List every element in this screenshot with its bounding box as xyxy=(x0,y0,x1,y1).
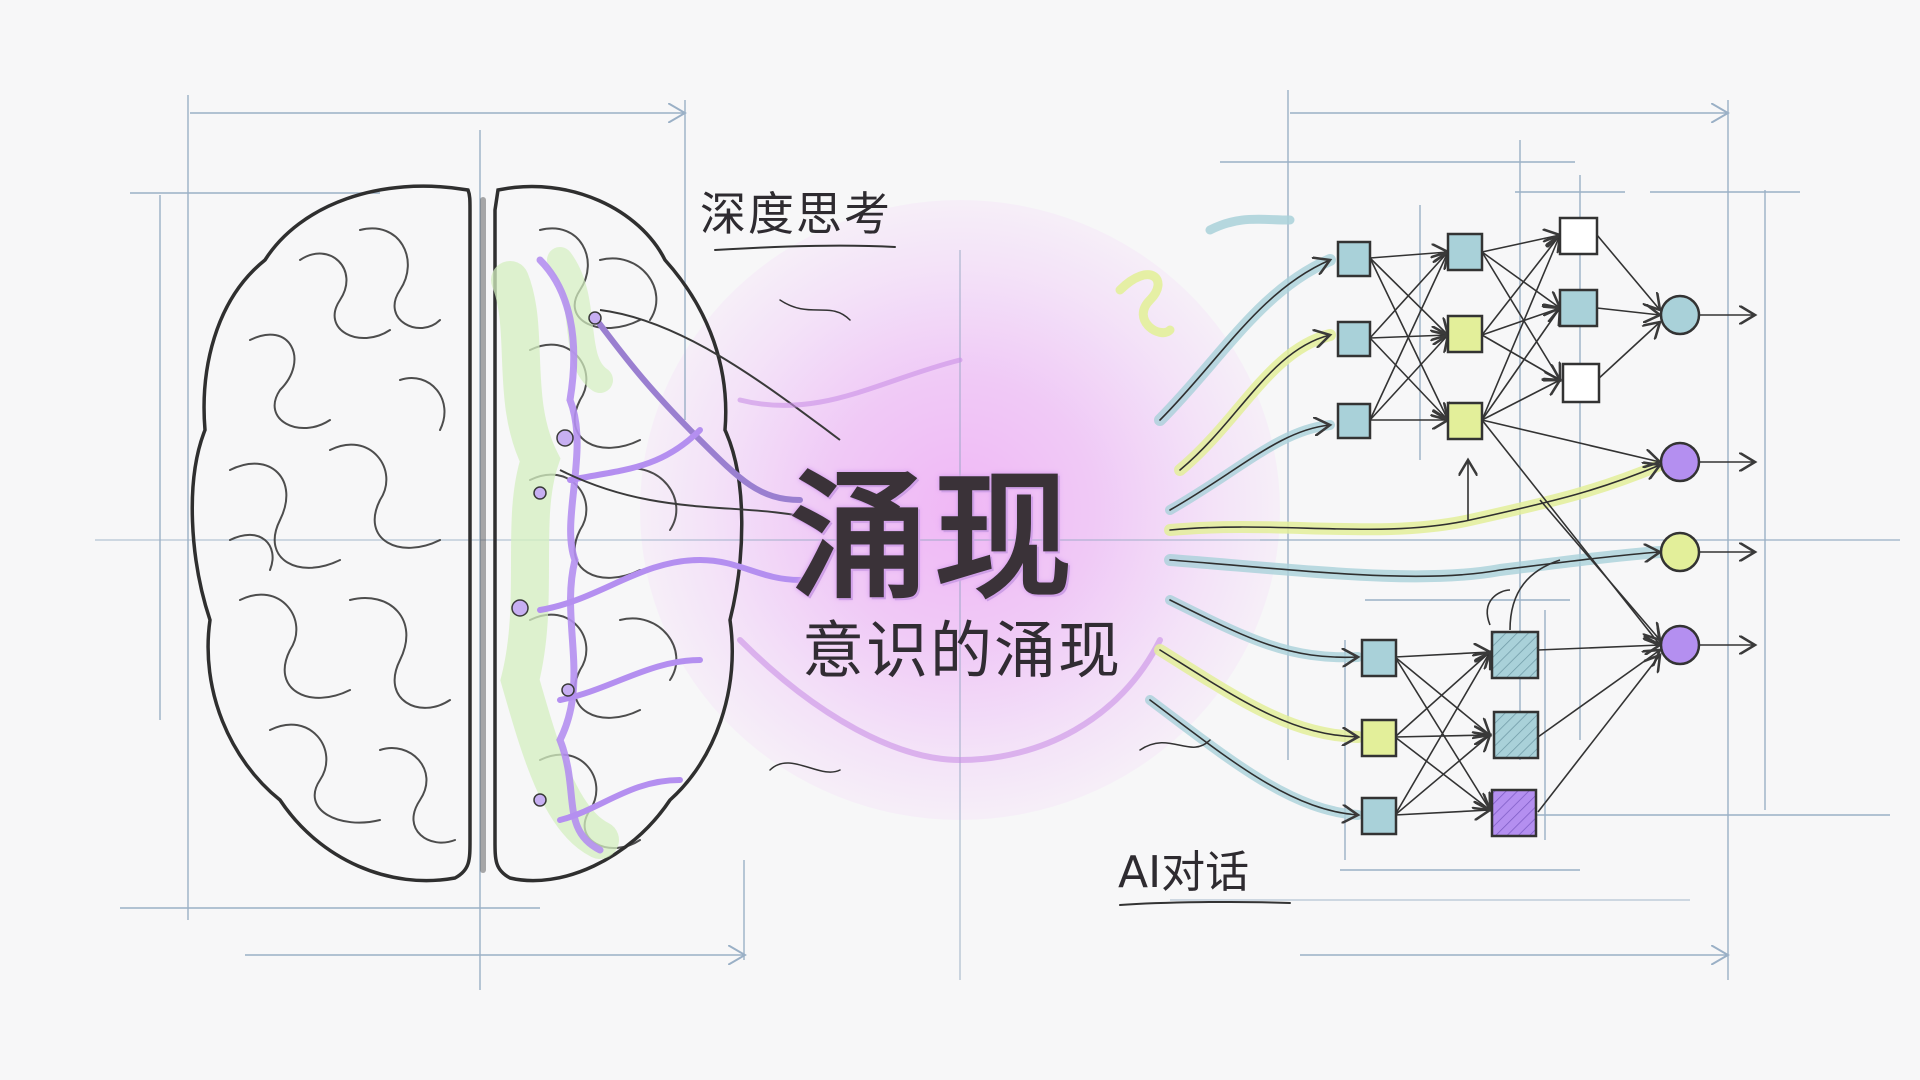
emergence-subtitle: 意识的涌现 xyxy=(802,614,1123,687)
network-edges xyxy=(1369,235,1755,815)
brain xyxy=(190,184,744,883)
deep-thinking-label: 深度思考 xyxy=(700,187,892,241)
neural-pathways xyxy=(491,247,841,859)
flow-streams xyxy=(737,214,1666,815)
label-underlines xyxy=(714,244,1291,906)
network-nodes xyxy=(1336,216,1701,838)
emergence-title: 涌现 xyxy=(790,457,1079,618)
ai-dialogue-label: AI对话 xyxy=(1118,847,1250,898)
blueprint-lines xyxy=(95,90,1900,990)
